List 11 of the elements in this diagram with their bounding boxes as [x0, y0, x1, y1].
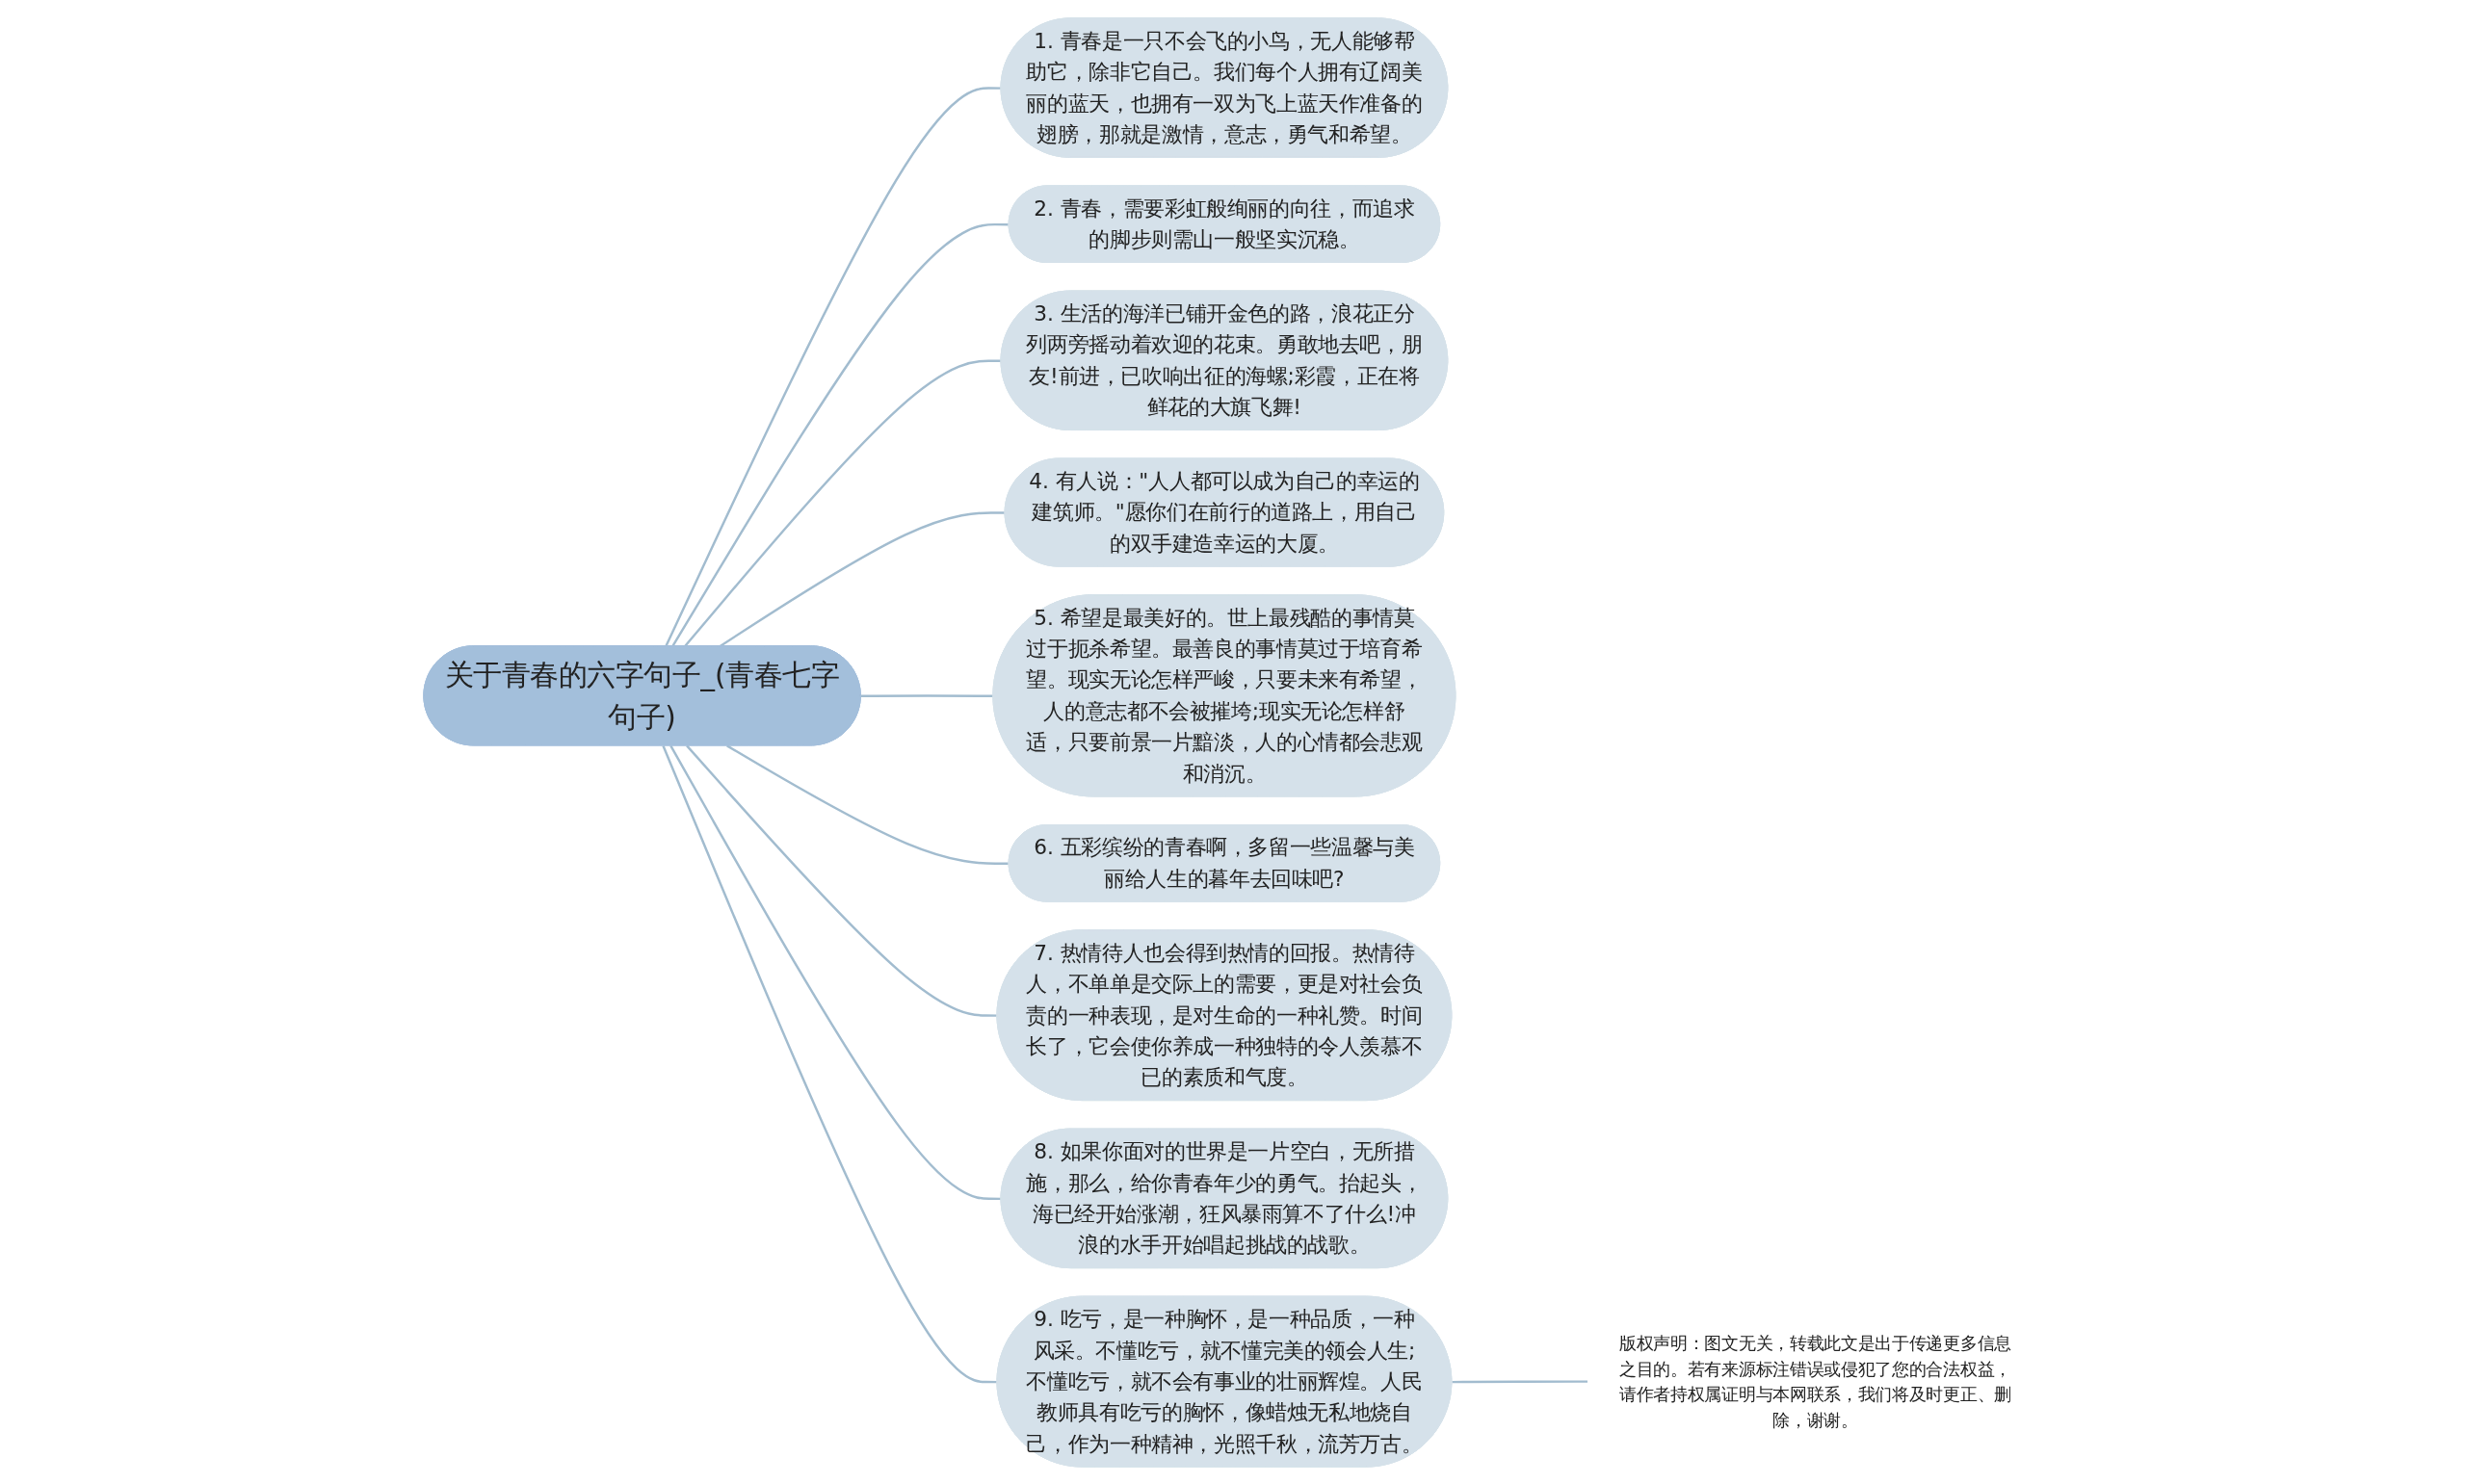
- connector: [719, 510, 1006, 647]
- connector: [685, 744, 998, 1017]
- node-text: 版权声明：图文无关，转载此文是出于传递更多信息之目的。若有来源标注错误或侵犯了您的合法权益，请作者持权属证明与本网联系，我们将及时更正、删除，谢谢。: [1618, 1332, 2011, 1430]
- connector: [860, 693, 994, 697]
- connector: [683, 358, 1002, 647]
- connector: [1452, 1379, 1588, 1383]
- connector: [662, 744, 998, 1383]
- connector: [669, 744, 1002, 1200]
- connector: [671, 222, 1010, 647]
- connector: [664, 86, 1002, 647]
- connector: [725, 743, 1010, 865]
